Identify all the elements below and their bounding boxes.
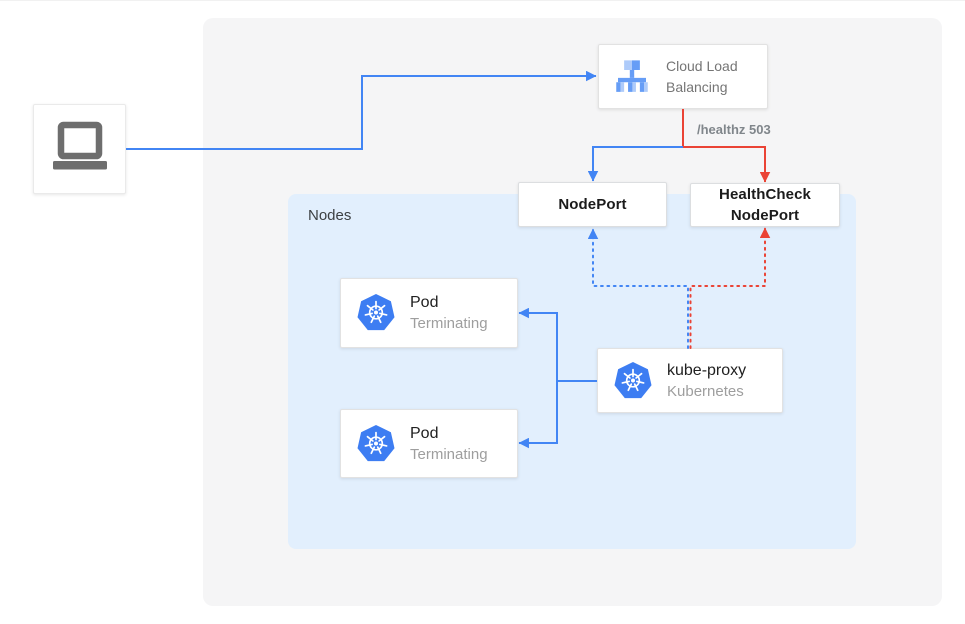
cloud-load-balancing-label: Cloud Load Balancing xyxy=(666,58,738,95)
kube-proxy-subtitle: Kubernetes xyxy=(667,382,744,400)
k8s-wheel xyxy=(364,431,388,454)
pod-terminating-card-1: Pod Terminating xyxy=(340,278,518,348)
lb-icon-part xyxy=(632,59,640,70)
laptop-base-shape xyxy=(52,161,107,170)
pod-title: Pod xyxy=(410,294,439,311)
cloud-load-balancing-card: Cloud Load Balancing xyxy=(598,44,768,109)
kubernetes-icon xyxy=(357,424,395,461)
lb-icon-part xyxy=(624,59,632,70)
lb-icon-part xyxy=(632,81,636,92)
k8s-hub xyxy=(631,378,635,382)
nodeport-label: NodePort xyxy=(558,196,627,213)
kubernetes-icon xyxy=(357,294,395,331)
lb-icon-part xyxy=(639,81,645,92)
pod-terminating-card-2: Pod Terminating xyxy=(340,409,518,478)
pod-title: Pod xyxy=(410,424,439,442)
nodes-panel-label: Nodes xyxy=(308,207,352,224)
k8s-wheel xyxy=(621,368,645,391)
lb-icon-part xyxy=(620,81,625,92)
kube-proxy-card: kube-proxy Kubernetes xyxy=(597,348,783,413)
client-laptop-card xyxy=(33,104,126,194)
kubernetes-icon xyxy=(614,361,652,398)
lb-icon-part xyxy=(618,77,646,82)
kube-proxy-title: kube-proxy xyxy=(667,361,747,379)
nodeport-card: NodePort xyxy=(518,182,667,227)
healthz-503-label: /healthz 503 xyxy=(697,122,771,137)
pod-status: Terminating xyxy=(410,445,488,463)
laptop-screen-shape xyxy=(57,121,102,160)
load-balancer-icon xyxy=(616,59,648,92)
lb-icon-part xyxy=(629,69,635,78)
healthcheck-label-line2: NodePort xyxy=(730,207,800,224)
k8s-hub xyxy=(374,310,378,315)
lb-icon-part xyxy=(628,81,633,92)
healthcheck-nodeport-card: HealthCheck NodePort xyxy=(690,183,840,227)
lb-icon-part xyxy=(644,81,648,92)
k8s-wheel xyxy=(364,300,388,324)
pod-status: Terminating xyxy=(410,315,488,332)
laptop-icon xyxy=(52,121,107,170)
healthcheck-label-line1: HealthCheck xyxy=(719,185,811,203)
lb-icon-part xyxy=(616,81,621,92)
k8s-hub xyxy=(374,441,378,445)
